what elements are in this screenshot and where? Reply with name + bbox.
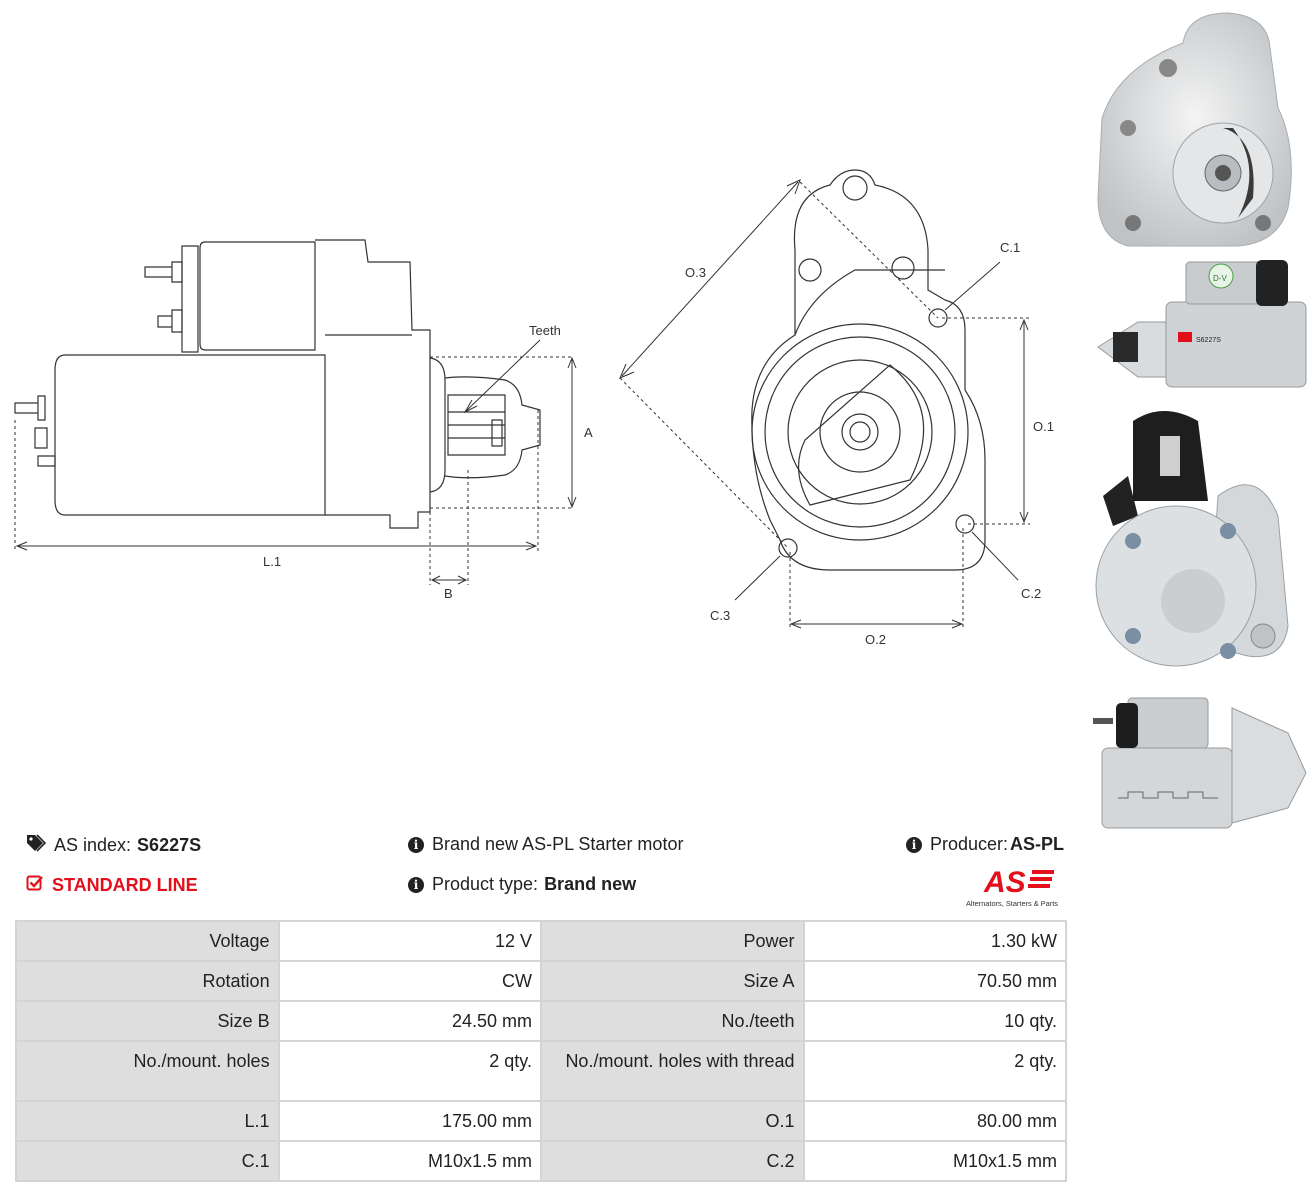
drive-housing (315, 239, 431, 529)
spec-key: No./teeth (539, 1000, 805, 1042)
product-type-label: Product type: (432, 874, 539, 894)
spec-value: M10x1.5 mm (277, 1140, 542, 1182)
info-icon: i (408, 876, 424, 893)
spec-value: 1.30 kW (802, 920, 1068, 962)
hole-top (842, 175, 868, 201)
info-icon: i (408, 836, 424, 853)
producer-label: Producer: (930, 834, 1009, 854)
table-row: C.1 M10x1.5 mm C.2 M10x1.5 mm (15, 1140, 1068, 1182)
terminal-mid (157, 309, 183, 333)
label-o1: O.1 (1033, 419, 1054, 434)
label-c1: C.1 (1000, 240, 1020, 255)
check-square-icon (26, 874, 44, 897)
table-row: No./mount. holes 2 qty. No./mount. holes… (15, 1040, 1068, 1102)
table-row: Voltage 12 V Power 1.30 kW (15, 920, 1068, 962)
label-o2: O.2 (865, 632, 886, 647)
logo-tagline: Alternators, Starters & Parts (966, 899, 1058, 908)
producer-value: AS-PL (1010, 834, 1065, 854)
pinion-nose (444, 376, 541, 479)
table-row: Size B 24.50 mm No./teeth 10 qty. (15, 1000, 1068, 1042)
spec-key: L.1 (15, 1100, 280, 1142)
product-type-row: i Product type: Brand new (408, 874, 636, 895)
spec-key: Size B (15, 1000, 280, 1042)
spec-key: No./mount. holes with thread (539, 1040, 805, 1102)
label-l1: L.1 (263, 554, 281, 569)
logo-mark: AS (983, 866, 1026, 899)
terminal-rear (14, 395, 46, 421)
hole-c1 (928, 308, 948, 328)
label-c2: C.2 (1021, 586, 1041, 601)
product-type-value: Brand new (544, 874, 637, 894)
spec-key: Rotation (15, 960, 280, 1002)
label-teeth: Teeth (529, 323, 561, 338)
spec-key: O.1 (539, 1100, 805, 1142)
brand-text: Brand new AS-PL Starter motor (432, 834, 684, 854)
motor-body-outline (54, 354, 326, 516)
label-c3: C.3 (710, 608, 730, 623)
flange-ring-outer (751, 323, 969, 541)
spec-value: M10x1.5 mm (802, 1140, 1068, 1182)
terminal-rear-2 (34, 427, 56, 467)
standard-line-label: STANDARD LINE (52, 875, 198, 895)
spec-value: 80.00 mm (802, 1100, 1068, 1142)
as-index-row: AS index: S6227S (26, 834, 201, 857)
hole-right (891, 256, 915, 280)
info-icon: i (906, 836, 922, 853)
spec-key: C.2 (539, 1140, 805, 1182)
spec-value: 2 qty. (277, 1040, 542, 1102)
spec-value: 12 V (277, 920, 542, 962)
spec-value: 10 qty. (802, 1000, 1068, 1042)
tags-icon (26, 834, 47, 857)
table-row: Rotation CW Size A 70.50 mm (15, 960, 1068, 1002)
as-pl-logo: AS Alternators, Starters & Parts (960, 862, 1070, 910)
photo-badge-text: D-V (1213, 274, 1227, 283)
photo-top-view[interactable] (1088, 688, 1314, 833)
spec-key: Voltage (15, 920, 280, 962)
standard-line-row: STANDARD LINE (26, 874, 198, 897)
spec-key: C.1 (15, 1140, 280, 1182)
technical-drawing: Teeth A L.1 B O.3 C.1 (14, 169, 1054, 647)
spec-value: CW (277, 960, 542, 1002)
specs-table: Voltage 12 V Power 1.30 kW Rotation CW S… (15, 920, 1068, 1182)
brand-row: i Brand new AS-PL Starter motor (408, 834, 683, 855)
hole-c3 (778, 538, 798, 558)
as-index-value: S6227S (137, 835, 202, 855)
photo-rear-view[interactable] (1088, 406, 1314, 676)
solenoid-cap (181, 245, 199, 353)
solenoid-body (199, 241, 316, 351)
hole-c2 (955, 514, 975, 534)
spec-key: No./mount. holes (15, 1040, 280, 1102)
label-b: B (444, 586, 453, 601)
starter-diagram-svg: Teeth A L.1 B O.3 C.1 (14, 169, 1054, 647)
product-photos: D-V S6227S (1088, 8, 1314, 838)
label-a: A (584, 425, 593, 440)
spec-value: 24.50 mm (277, 1000, 542, 1042)
as-index-label: AS index: (54, 835, 132, 855)
front-flange-outline (751, 169, 986, 571)
spec-value: 175.00 mm (277, 1100, 542, 1142)
photo-side-view[interactable]: D-V S6227S (1088, 252, 1314, 402)
hole-left (798, 258, 822, 282)
spec-key: Power (539, 920, 805, 962)
table-row: L.1 175.00 mm O.1 80.00 mm (15, 1100, 1068, 1142)
photo-front-view[interactable] (1088, 8, 1314, 248)
photo-label-text: S6227S (1196, 337, 1221, 344)
producer-row: i Producer: AS-PL (906, 834, 1064, 855)
spec-key: Size A (539, 960, 805, 1002)
spec-value: 70.50 mm (802, 960, 1068, 1002)
label-o3: O.3 (685, 265, 706, 280)
spec-value: 2 qty. (802, 1040, 1068, 1102)
terminal-top (144, 261, 183, 283)
